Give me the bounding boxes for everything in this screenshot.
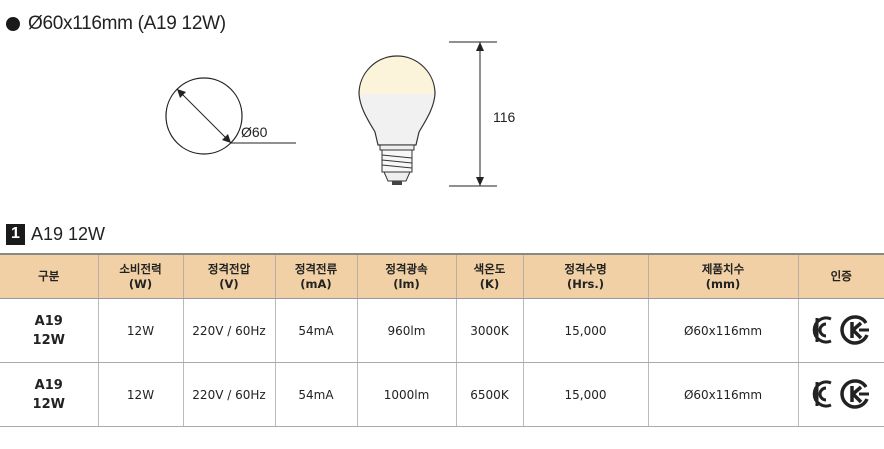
- diameter-label: Ø60: [241, 124, 268, 140]
- spec-heading: Ø60x116mm (A19 12W): [6, 12, 226, 36]
- header-current: 정격전류(mA): [274, 253, 357, 299]
- header-category: 구분: [0, 253, 98, 299]
- heading-text: Ø60x116mm (A19 12W): [28, 13, 226, 34]
- cell-size: Ø60x116mm: [647, 298, 798, 363]
- cell-power: 12W: [97, 298, 183, 363]
- header-cert: 인증: [797, 253, 884, 299]
- header-flux: 정격광속(lm): [356, 253, 456, 299]
- kc-mark-icon: [813, 316, 832, 344]
- cell-size: Ø60x116mm: [647, 362, 798, 427]
- cell-life: 15,000: [522, 298, 648, 363]
- cell-flux: 960lm: [356, 298, 456, 363]
- spec-table: 구분 소비전력(W) 정격전압(V) 정격전류(mA) 정격광속(lm) 색온도…: [0, 253, 884, 427]
- cell-voltage: 220V / 60Hz: [182, 362, 275, 427]
- table-header-row: 구분 소비전력(W) 정격전압(V) 정격전류(mA) 정격광속(lm) 색온도…: [0, 253, 884, 299]
- bulb-side-drawing: [358, 55, 436, 185]
- k-mark-icon: [840, 315, 870, 345]
- cell-cct: 6500K: [455, 362, 523, 427]
- cell-flux: 1000lm: [356, 362, 456, 427]
- bullet-icon: [6, 17, 20, 31]
- height-label: 116: [493, 109, 516, 125]
- cell-cct: 3000K: [455, 298, 523, 363]
- section-title: 1 A19 12W: [6, 223, 105, 245]
- k-mark-icon: [840, 379, 870, 409]
- dimension-diagram: Ø60 116: [165, 41, 516, 187]
- cell-voltage: 220V / 60Hz: [182, 298, 275, 363]
- cell-power: 12W: [97, 362, 183, 427]
- top-view-drawing: Ø60: [165, 77, 296, 155]
- header-life: 정격수명(Hrs.): [522, 253, 648, 299]
- section-number: 1: [6, 223, 25, 245]
- header-size: 제품치수(mm): [647, 253, 798, 299]
- cell-current: 54mA: [274, 362, 357, 427]
- header-voltage: 정격전압(V): [182, 253, 275, 299]
- height-dimension: 116: [449, 41, 516, 187]
- cell-cert: [797, 362, 884, 427]
- header-cct: 색온도(K): [455, 253, 523, 299]
- header-power: 소비전력(W): [97, 253, 183, 299]
- cell-life: 15,000: [522, 362, 648, 427]
- section-title-text: A19 12W: [31, 223, 106, 244]
- cell-current: 54mA: [274, 298, 357, 363]
- cell-cert: [797, 298, 884, 363]
- kc-mark-icon: [813, 380, 832, 408]
